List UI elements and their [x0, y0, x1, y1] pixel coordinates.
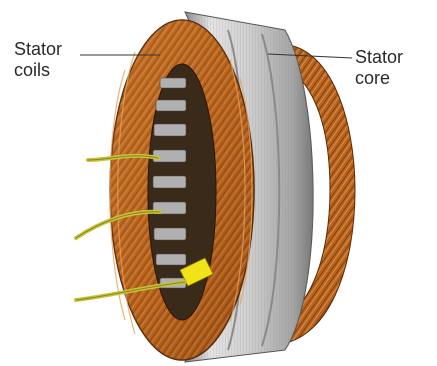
label-stator-coils: Stator coils	[14, 39, 62, 81]
label-stator-core-line2: core	[355, 68, 403, 89]
stator-coils	[110, 20, 254, 360]
bore-teeth	[153, 78, 186, 288]
label-stator-coils-line1: Stator	[14, 39, 62, 60]
label-stator-coils-line2: coils	[14, 60, 62, 81]
label-stator-core: Stator core	[355, 47, 403, 89]
label-stator-core-line1: Stator	[355, 47, 403, 68]
